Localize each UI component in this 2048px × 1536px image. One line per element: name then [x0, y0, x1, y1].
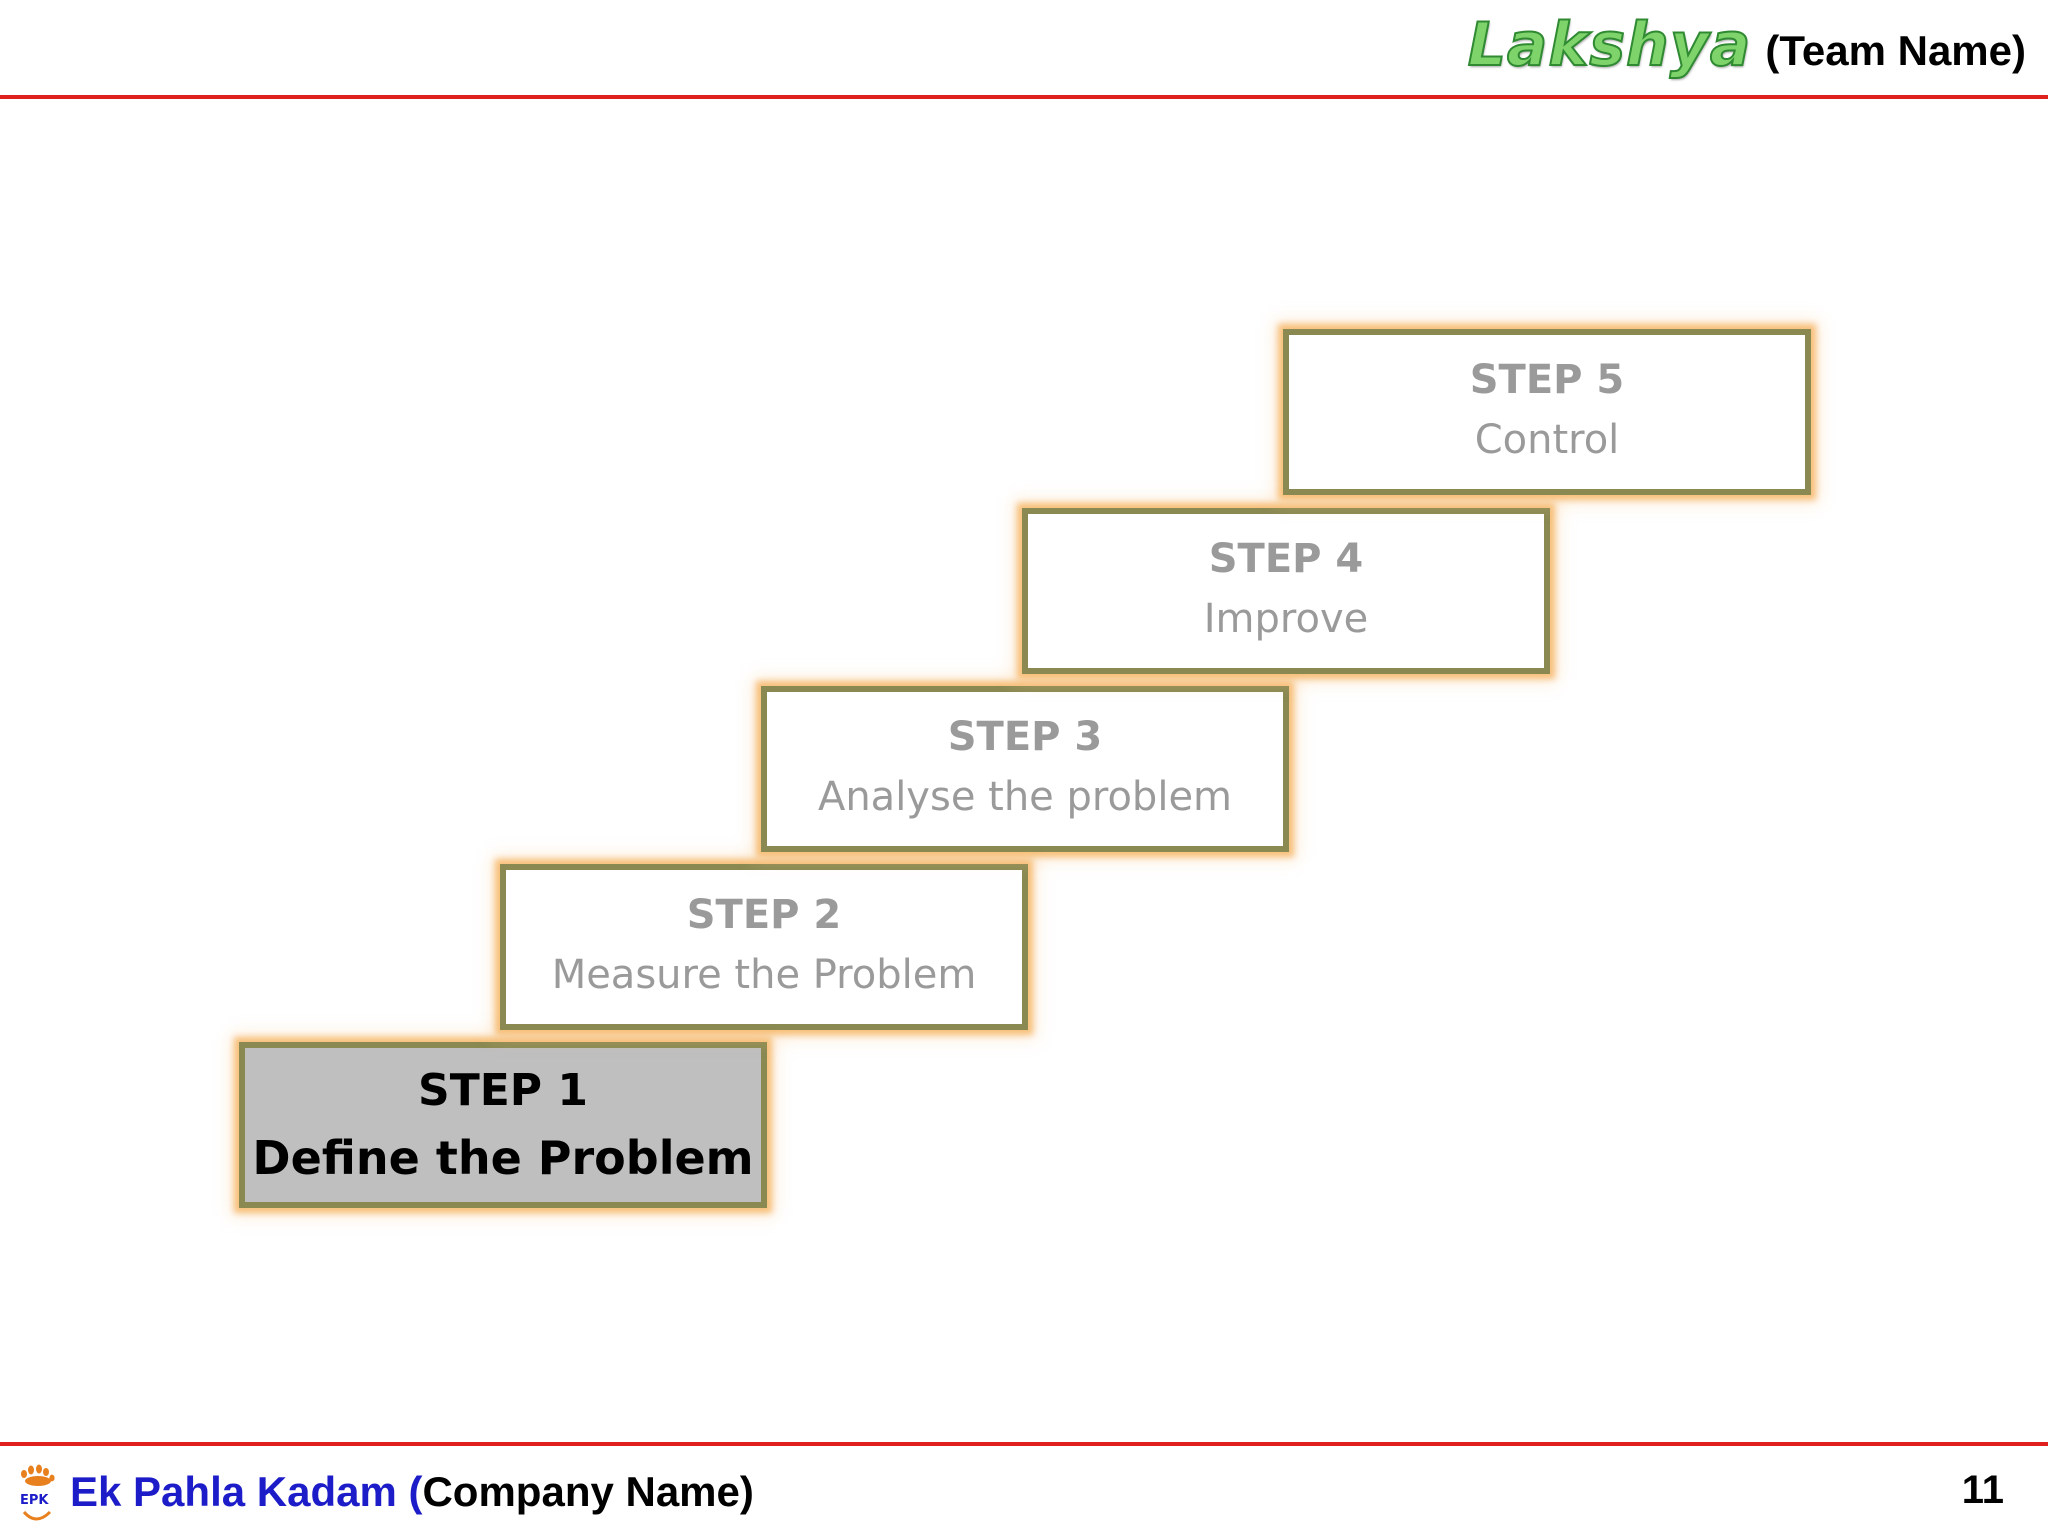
step-box-4: STEP 4 Improve [1022, 508, 1550, 674]
step-box-2: STEP 2 Measure the Problem [500, 864, 1028, 1030]
footer-divider [0, 1442, 2048, 1446]
team-name-label: (Team Name) [1765, 27, 2026, 74]
step-title: STEP 1 [418, 1065, 588, 1116]
step-title: STEP 3 [947, 714, 1103, 760]
step-description: Control [1474, 417, 1620, 463]
header-divider [0, 95, 2048, 99]
step-description: Measure the Problem [551, 952, 977, 998]
step-box-1: STEP 1 Define the Problem [239, 1042, 767, 1208]
slide-header: Lakshya (Team Name) [0, 0, 2048, 100]
lakshya-logo: Lakshya [1467, 9, 1752, 81]
page-number: 11 [1961, 1468, 2004, 1512]
company-paren: ( [396, 1468, 423, 1515]
footprint-logo-icon: EPK [20, 1464, 55, 1521]
step-title: STEP 4 [1208, 536, 1364, 582]
step-box-3: STEP 3 Analyse the problem [761, 686, 1289, 852]
company-name: Ek Pahla Kadam (Company Name) [70, 1466, 754, 1518]
step-description: Analyse the problem [817, 774, 1233, 820]
team-brand: Lakshya (Team Name) [1467, 9, 2026, 81]
slide-footer: EPK Ek Pahla Kadam (Company Name) 11 [0, 1446, 2048, 1536]
step-description: Define the Problem [252, 1131, 754, 1185]
company-label: Company Name) [422, 1468, 754, 1515]
epk-logo-text: EPK [20, 1493, 49, 1508]
step-description: Improve [1203, 596, 1369, 642]
step-title: STEP 5 [1469, 357, 1625, 403]
step-box-5: STEP 5 Control [1283, 329, 1811, 495]
step-title: STEP 2 [686, 892, 842, 938]
company-brand-name: Ek Pahla Kadam [70, 1468, 397, 1515]
